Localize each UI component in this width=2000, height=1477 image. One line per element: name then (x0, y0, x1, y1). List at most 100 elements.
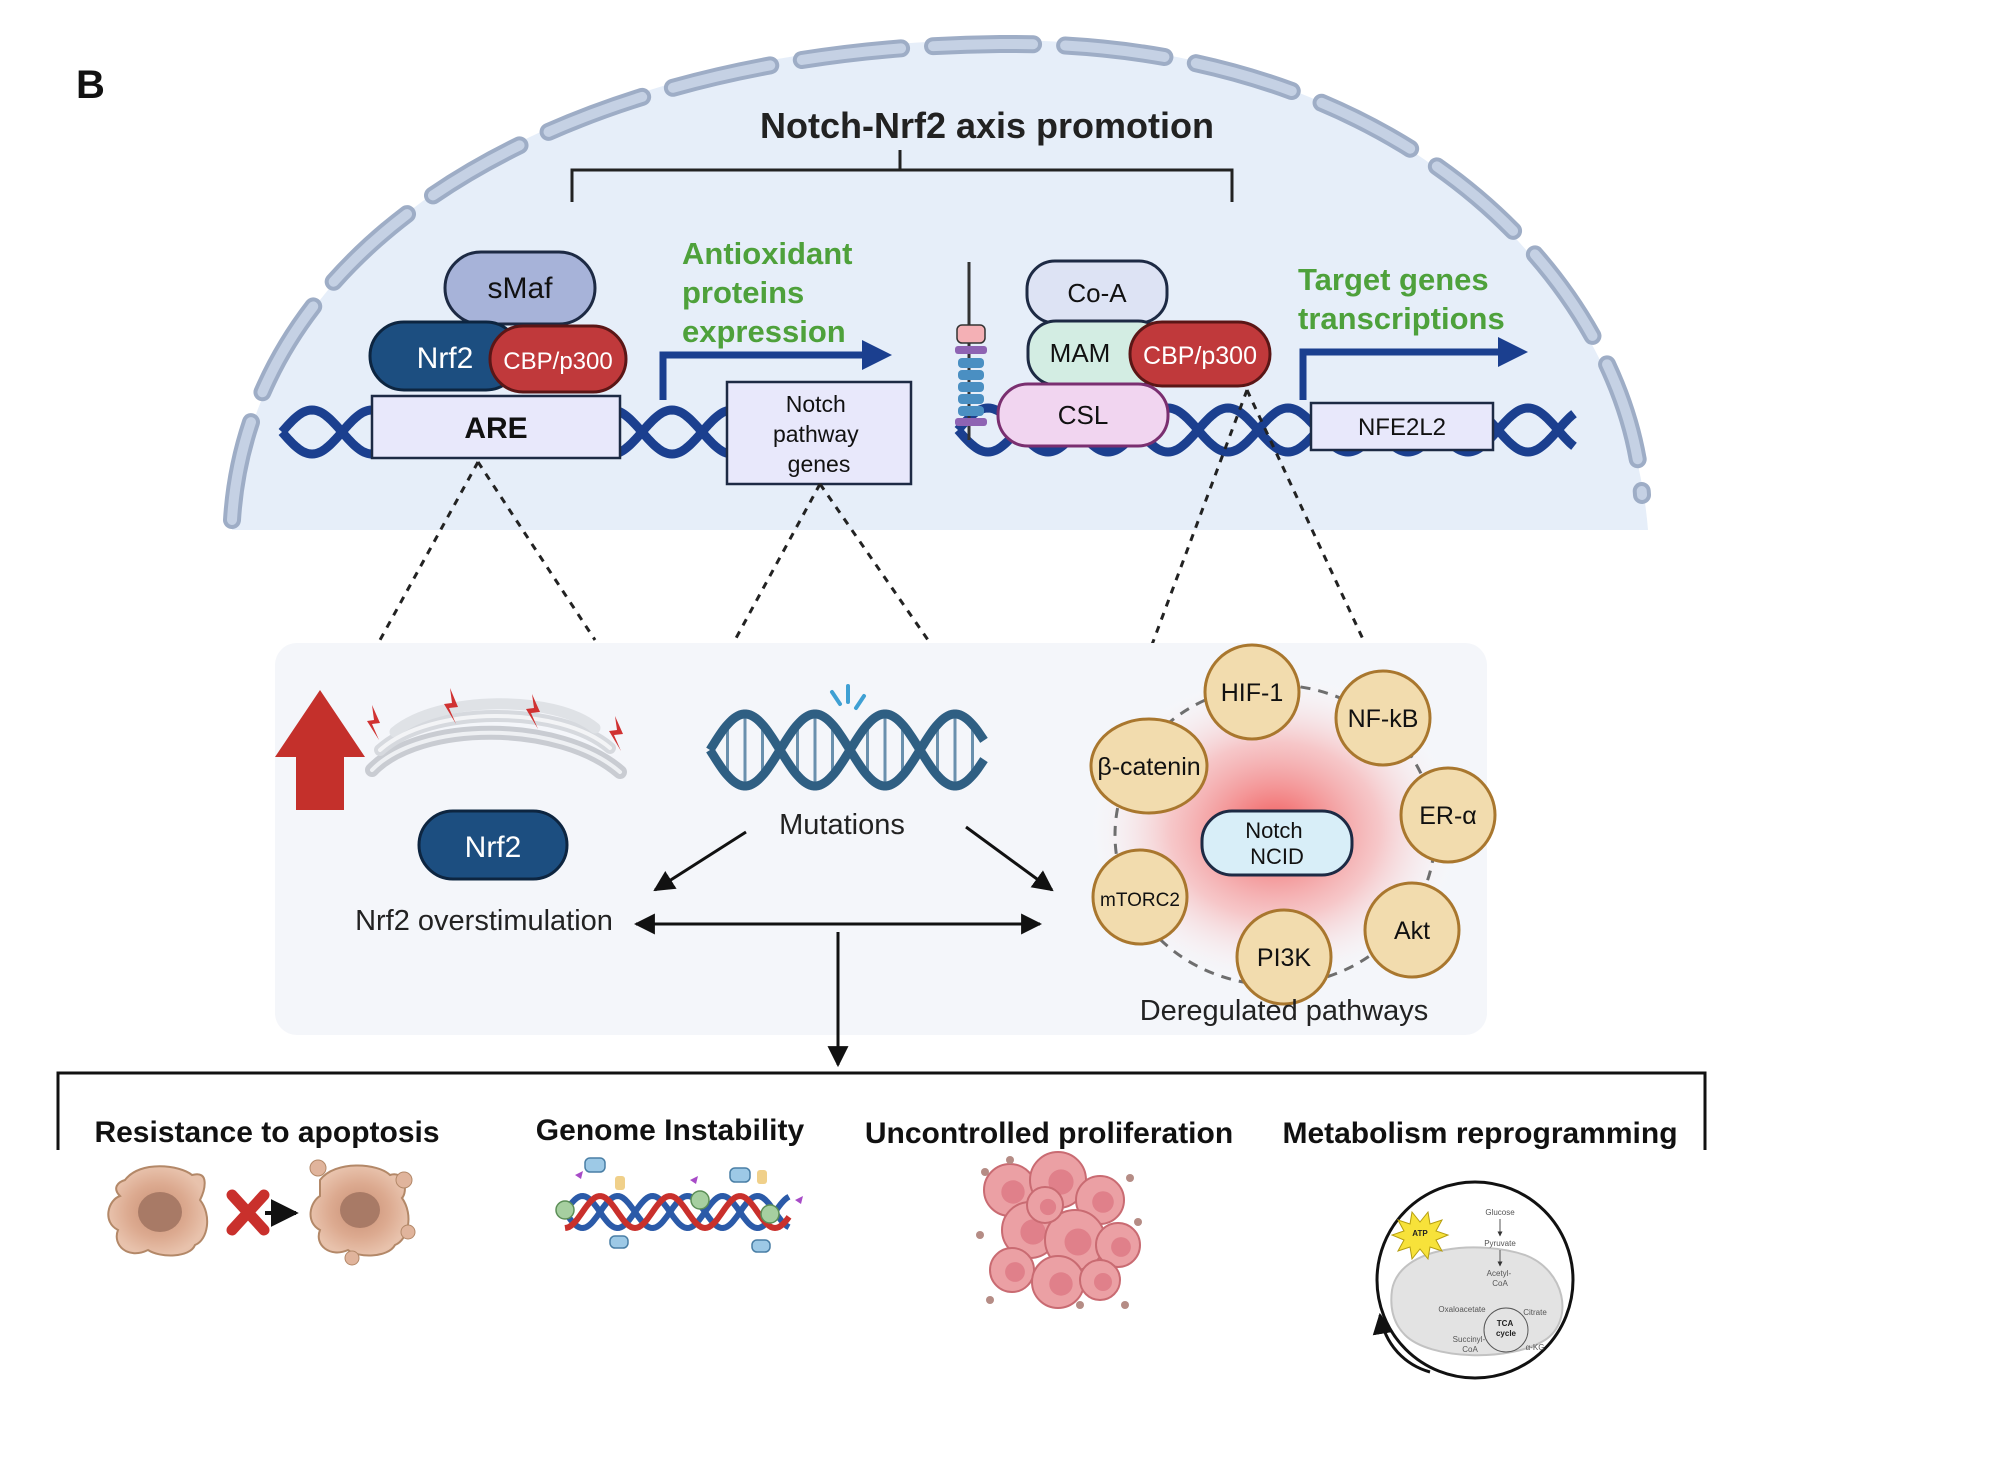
smaf-blob (443, 250, 597, 326)
notch-ncid-label: Notch NCID (1245, 818, 1309, 869)
atp-label: ATP (1412, 1229, 1428, 1238)
target-genes-line-1: Target genes (1298, 262, 1489, 297)
lightning-icon-4 (609, 716, 623, 751)
lightning-icon-3 (526, 694, 540, 729)
pathway-node--catenin-label: β-catenin (1097, 753, 1200, 781)
are-box (370, 394, 622, 460)
panel-label: B (76, 63, 105, 107)
antioxidant-line-2: proteins (682, 275, 804, 310)
nrf2-badge (417, 809, 569, 881)
succinyl-coa-line-2: CoA (1462, 1345, 1478, 1354)
antioxidant-line-3: expression (682, 314, 846, 349)
notch-genes-box (725, 380, 913, 486)
pyruvate-label: Pyruvate (1484, 1239, 1516, 1248)
mutation-spark-icon (830, 684, 866, 710)
glucose-label: Glucose (1485, 1208, 1515, 1217)
notch-genes-label: Notch pathway genes (773, 391, 865, 477)
nrf2-badge-label: Nrf2 (465, 831, 522, 864)
genome-instability-icon (555, 1157, 803, 1253)
succinyl-coa-label: Succinyl- CoA (1453, 1335, 1488, 1354)
mitochondrion-shape (1390, 1246, 1564, 1357)
notch-ncid-center (1200, 809, 1354, 877)
cbp-right-blob (1128, 320, 1272, 388)
outcome-metabolism: Metabolism reprogramming (1282, 1117, 1677, 1150)
nrf2-overstimulation-label: Nrf2 overstimulation (355, 905, 613, 937)
acetyl-coa-line-2: CoA (1492, 1279, 1508, 1288)
oxaloacetate-label: Oxaloacetate (1438, 1305, 1486, 1314)
mutation-dna-icon (706, 709, 988, 791)
up-arrow-icon (275, 690, 365, 810)
title-bracket (570, 150, 1234, 202)
antioxidant-label: Antioxidant proteins expression (682, 236, 861, 349)
target-genes-label: Target genes transcriptions (1298, 262, 1505, 336)
pathway-node-pi3k: PI3K (1235, 908, 1333, 1006)
tca-label: TCA cycle (1496, 1319, 1517, 1338)
antioxidant-arrow (659, 351, 862, 400)
succinyl-coa-line-1: Succinyl- (1453, 1335, 1486, 1344)
tca-line-1: TCA (1497, 1319, 1514, 1328)
cell-icon-right (309, 1159, 416, 1266)
antioxidant-arrow-head (862, 340, 892, 370)
notch-genes-line-2: pathway (773, 421, 859, 447)
antioxidant-line-1: Antioxidant (682, 236, 853, 271)
pathway-node-mtorc2: mTORC2 (1091, 848, 1189, 946)
csl-label: CSL (1058, 400, 1109, 430)
are-label: ARE (464, 412, 527, 445)
cbp-left-label: CBP/p300 (503, 348, 612, 375)
cycle-arrow (1372, 1312, 1431, 1374)
citrate-label: Citrate (1523, 1308, 1547, 1317)
notch-ncid-line-2: NCID (1250, 844, 1304, 869)
cbp-left-blob (488, 324, 628, 394)
apoptosis-icon (107, 1159, 416, 1266)
target-genes-line-2: transcriptions (1298, 301, 1505, 336)
er-stress-icon (365, 688, 627, 779)
pathway-node--catenin: β-catenin (1089, 717, 1209, 815)
pathway-node-nf-kb: NF-kB (1334, 669, 1432, 767)
coa-label: Co-A (1067, 278, 1127, 308)
pathway-node-pi3k-label: PI3K (1257, 944, 1312, 972)
nfe2l2-box (1309, 401, 1495, 452)
right-complex: Co-A MAM CBP/p300 CSL Target genes trans… (955, 259, 1528, 452)
metabolism-icon: ATP Glucose Pyruvate Acetyl- CoA Citrate… (1372, 1180, 1575, 1380)
middle-arrows (633, 825, 1054, 1068)
pathway-node-hif-1-label: HIF-1 (1221, 679, 1284, 707)
pathway-node-hif-1: HIF-1 (1203, 643, 1301, 741)
outcome-apoptosis: Resistance to apoptosis (94, 1116, 439, 1149)
left-complex: sMaf Nrf2 CBP/p300 ARE Antioxidant prote… (368, 236, 913, 486)
acetyl-coa-label: Acetyl- CoA (1487, 1269, 1514, 1288)
nucleus-title: Notch-Nrf2 axis promotion (760, 105, 1214, 146)
blocked-x-icon (226, 1189, 270, 1236)
pathway-node-akt: Akt (1363, 881, 1461, 979)
smaf-label: sMaf (487, 272, 553, 305)
cbp-right-label: CBP/p300 (1143, 342, 1257, 370)
mutations-label: Mutations (779, 809, 905, 841)
target-genes-arrow-head (1498, 337, 1528, 367)
zoom-lines (378, 389, 1370, 651)
akg-label: α-KG (1526, 1343, 1545, 1352)
pathway-node-mtorc2-label: mTORC2 (1100, 890, 1180, 911)
pathway-node-er--label: ER-α (1419, 802, 1477, 830)
notch-genes-line-1: Notch (786, 391, 846, 417)
notch-genes-line-3: genes (788, 451, 851, 477)
tca-line-2: cycle (1496, 1329, 1517, 1338)
bracket-mask (50, 1150, 1730, 1170)
outcomes-bracket (56, 1071, 1707, 1150)
acetyl-coa-line-1: Acetyl- (1487, 1269, 1512, 1278)
csl-blob (996, 382, 1170, 448)
proliferation-icon (976, 1151, 1142, 1309)
notch-ncid-line-1: Notch (1245, 818, 1302, 843)
pathway-node-er-: ER-α (1399, 766, 1497, 864)
target-genes-arrow (1299, 348, 1498, 400)
lightning-icon-1 (367, 705, 380, 740)
atp-burst-icon (1390, 1210, 1450, 1261)
mam-label: MAM (1050, 338, 1111, 368)
nuclear-envelope-inner (227, 38, 1647, 525)
deregulated-pathways-label: Deregulated pathways (1140, 995, 1429, 1027)
nrf2-label: Nrf2 (417, 342, 474, 375)
pathway-node-akt-label: Akt (1394, 917, 1430, 945)
notch-receptor-icon (955, 262, 987, 440)
outcome-genome: Genome Instability (536, 1114, 805, 1147)
pathway-node-nf-kb-label: NF-kB (1348, 705, 1419, 733)
